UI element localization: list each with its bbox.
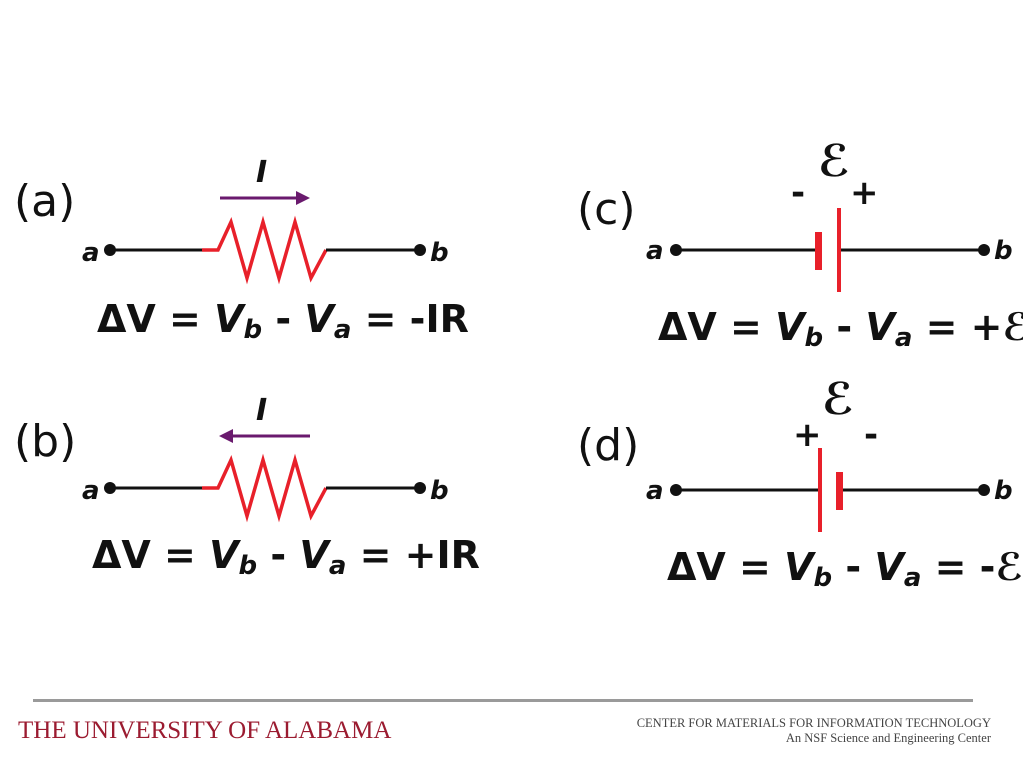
sign-plus-d: + (793, 415, 822, 455)
eq-lhs: ΔV = (92, 533, 196, 577)
eq-vb: V (209, 533, 239, 577)
battery-long-plate-c (837, 208, 841, 292)
eq-lhs: ΔV = (658, 305, 762, 349)
emf-label-d: ℰ (822, 374, 855, 425)
panel-label-a: (a) (14, 176, 76, 227)
battery-long-plate-d (818, 448, 822, 532)
eq-sub-a: a (328, 551, 347, 581)
eq-va: V (299, 533, 329, 577)
resistor-a (202, 215, 328, 285)
eq-minus: - (823, 305, 866, 349)
eq-va: V (874, 545, 904, 589)
current-arrowhead-a (296, 191, 310, 205)
node-dot-b (978, 484, 990, 496)
node-dot-a (670, 484, 682, 496)
current-label-b: I (256, 393, 268, 428)
eq-rhs: = +ℰ (912, 305, 1023, 349)
eq-sub-a: a (894, 323, 913, 353)
eq-rhs: = +IR (346, 533, 480, 577)
eq-vb: V (214, 297, 244, 341)
node-dot-a (104, 482, 116, 494)
eq-minus: - (257, 533, 300, 577)
sign-plus-c: + (850, 173, 879, 213)
node-a-label: a (82, 476, 100, 506)
node-b-label: b (994, 236, 1013, 266)
eq-sub-a: a (903, 563, 922, 593)
eq-minus: - (262, 297, 305, 341)
university-name: THE UNIVERSITY OF ALABAMA (18, 717, 392, 744)
center-line-1: CENTER FOR MATERIALS FOR INFORMATION TEC… (636, 716, 991, 730)
node-dot-a (104, 244, 116, 256)
center-line-2: An NSF Science and Engineering Center (785, 731, 991, 745)
battery-short-plate-d (836, 472, 843, 510)
eq-rhs: = -ℰ (921, 545, 1023, 589)
panel-label-b: (b) (14, 416, 77, 467)
footer-divider (33, 699, 973, 702)
equation-d: ΔV = Vb - Va = -ℰ (667, 548, 1023, 591)
panel-label-d: (d) (577, 420, 640, 471)
node-dot-b (414, 482, 426, 494)
panel-label-c: (c) (577, 184, 636, 235)
node-dot-a (670, 244, 682, 256)
equation-c: ΔV = Vb - Va = +ℰ (658, 308, 1023, 351)
eq-minus: - (832, 545, 875, 589)
eq-lhs: ΔV = (97, 297, 201, 341)
eq-rhs: = -IR (351, 297, 469, 341)
eq-sub-b: b (813, 563, 833, 593)
node-dot-b (978, 244, 990, 256)
resistor-b (202, 453, 328, 523)
node-a-label: a (646, 236, 664, 266)
equation-b: ΔV = Vb - Va = +IR (92, 536, 480, 579)
sign-minus-c: - (791, 173, 806, 213)
eq-sub-b: b (804, 323, 824, 353)
emf-label-c: ℰ (818, 136, 851, 187)
eq-va: V (865, 305, 895, 349)
node-a-label: a (646, 476, 664, 506)
battery-short-plate-c (815, 232, 822, 270)
sign-minus-d: - (864, 415, 879, 455)
eq-vb: V (775, 305, 805, 349)
node-a-label: a (82, 238, 100, 268)
eq-lhs: ΔV = (667, 545, 771, 589)
node-b-label: b (430, 238, 449, 268)
eq-sub-b: b (238, 551, 258, 581)
eq-sub-a: a (333, 315, 352, 345)
eq-vb: V (784, 545, 814, 589)
node-b-label: b (430, 476, 449, 506)
center-info: CENTER FOR MATERIALS FOR INFORMATION TEC… (637, 716, 991, 746)
eq-sub-b: b (243, 315, 263, 345)
equation-a: ΔV = Vb - Va = -IR (97, 300, 469, 343)
current-arrowhead-b (219, 429, 233, 443)
current-label-a: I (256, 155, 268, 190)
eq-va: V (304, 297, 334, 341)
node-b-label: b (994, 476, 1013, 506)
node-dot-b (414, 244, 426, 256)
